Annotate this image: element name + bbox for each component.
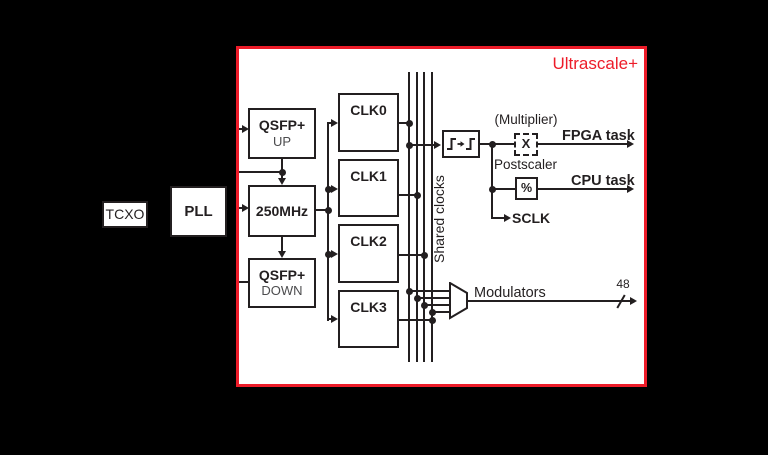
qsfp-up-label: QSFP+	[258, 117, 306, 134]
connector-line	[491, 143, 493, 219]
junction-dot	[413, 191, 421, 199]
junction-dot	[413, 294, 421, 302]
block-clk1: CLK1	[338, 159, 399, 217]
block-retimer	[442, 130, 480, 158]
connector-line	[480, 143, 493, 145]
fpga-task-label: FPGA task	[562, 128, 635, 144]
junction-dot	[405, 119, 413, 127]
block-clk0: CLK0	[338, 93, 399, 152]
junction-dot	[324, 206, 332, 214]
connector-line	[416, 72, 418, 362]
block-clk2: CLK2	[338, 224, 399, 283]
multiplier-label: (Multiplier)	[494, 112, 558, 127]
junction-dot	[324, 250, 332, 258]
block-qsfp-down: QSFP+ DOWN	[248, 258, 316, 308]
junction-dot	[420, 251, 428, 259]
junction-dot	[278, 168, 286, 176]
arrowhead-icon	[331, 250, 338, 258]
junction-dot	[488, 185, 496, 193]
clk0-label: CLK0	[350, 102, 387, 118]
block-pll: PLL	[170, 186, 227, 237]
arrowhead-icon	[331, 315, 338, 323]
connector-line	[467, 300, 633, 302]
junction-dot	[488, 140, 496, 148]
arrowhead-icon	[278, 251, 286, 258]
block-250mhz: 250MHz	[248, 185, 316, 237]
block-postscaler: %	[515, 177, 538, 200]
junction-dot	[428, 308, 436, 316]
junction-dot	[324, 185, 332, 193]
connector-line	[492, 143, 515, 145]
pll-label: PLL	[184, 202, 213, 220]
bus-width-label: 48	[616, 277, 630, 291]
clk1-label: CLK1	[350, 168, 387, 184]
connector-line	[431, 72, 433, 362]
block-tcxo: TCXO	[102, 201, 148, 228]
junction-dot	[420, 301, 428, 309]
connector-line	[239, 128, 244, 130]
panel-title: Ultrascale+	[552, 54, 638, 73]
connector-line	[316, 209, 329, 211]
connector-line	[417, 297, 451, 299]
connector-line	[399, 254, 426, 256]
connector-line	[492, 188, 516, 190]
retimer-icon	[447, 138, 475, 150]
arrowhead-icon	[242, 204, 249, 212]
arrowhead-icon	[242, 125, 249, 133]
multiplier-symbol: X	[521, 136, 531, 152]
arrowhead-icon	[627, 185, 634, 193]
mux-icon	[449, 282, 468, 320]
block-multiplier: X	[514, 133, 538, 156]
modulators-label: Modulators	[474, 285, 546, 301]
connector-line	[432, 311, 451, 313]
connector-line	[408, 72, 410, 362]
qsfp-down-label: QSFP+	[258, 266, 306, 283]
arrowhead-icon	[434, 141, 441, 149]
connector-line	[239, 207, 244, 209]
junction-dot	[405, 141, 413, 149]
250mhz-label: 250MHz	[255, 202, 309, 219]
connector-line	[423, 72, 425, 362]
connector-line	[399, 122, 410, 124]
connector-line	[538, 143, 630, 145]
qsfp-down-sublabel: DOWN	[261, 283, 303, 299]
shared-clocks-label: Shared clocks	[431, 175, 447, 263]
cpu-task-label: CPU task	[571, 173, 635, 189]
arrowhead-icon	[627, 140, 634, 148]
postscaler-label: Postscaler	[494, 157, 558, 172]
connector-line	[409, 290, 451, 292]
arrowhead-icon	[630, 297, 637, 305]
block-clk3: CLK3	[338, 290, 399, 348]
clk2-label: CLK2	[350, 233, 387, 249]
postscaler-symbol: %	[520, 181, 533, 196]
connector-line	[538, 188, 630, 190]
tcxo-label: TCXO	[105, 206, 145, 223]
connector-line	[281, 237, 283, 251]
arrowhead-icon	[504, 214, 511, 222]
junction-dot	[405, 287, 413, 295]
connector-line	[239, 281, 249, 283]
connector-line	[239, 171, 283, 173]
connector-line	[327, 122, 329, 321]
qsfp-up-sublabel: UP	[272, 133, 292, 149]
block-qsfp-up: QSFP+ UP	[248, 108, 316, 159]
arrowhead-icon	[331, 119, 338, 127]
arrowhead-icon	[331, 185, 338, 193]
sclk-label: SCLK	[512, 210, 551, 226]
arrowhead-icon	[278, 178, 286, 185]
connector-line	[492, 217, 506, 219]
clk3-label: CLK3	[350, 299, 387, 315]
junction-dot	[428, 316, 436, 324]
connector-line	[424, 304, 451, 306]
